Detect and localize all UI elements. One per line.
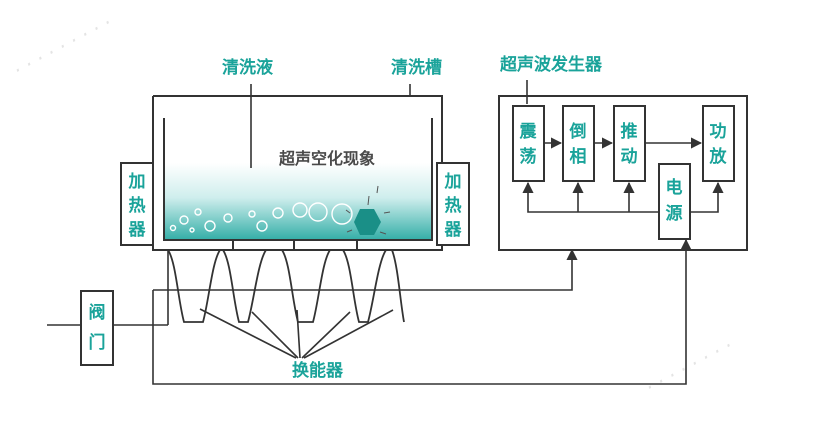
svg-text:相: 相 [570,146,587,167]
oscillator-block: 震 荡 [512,105,545,182]
transducer-wiring [152,238,692,385]
bubbles [169,202,353,233]
inverter-block: 倒 相 [562,105,595,182]
heater-left: 加 热 器 [120,162,154,246]
ultrasonic-generator [498,80,748,251]
svg-text:源: 源 [666,203,683,224]
cleaning-tank-label: 清洗槽 [391,57,442,78]
cavitation-label: 超声空化现象 [278,149,375,168]
cleaning-liquid [164,163,432,240]
cleaning-tank [152,95,443,251]
svg-text:阀: 阀 [89,302,106,323]
svg-text:倒: 倒 [569,122,587,142]
valve: 阀 门 [80,290,114,366]
svg-text:荡: 荡 [520,147,537,167]
transducer-label: 换能器 [292,360,344,381]
transducer-loops [167,249,405,323]
generator-label: 超声波发生器 [500,54,603,75]
svg-text:热: 热 [445,195,462,216]
heater-right: 加 热 器 [436,162,470,246]
driver-block: 推 动 [613,105,646,182]
cavitation-burst [345,185,391,235]
svg-text:震: 震 [519,122,538,142]
generator-signal-flow [522,137,724,213]
svg-text:器: 器 [128,220,147,240]
svg-text:电: 电 [666,177,683,198]
svg-text:放: 放 [709,146,728,167]
watermark: · · · · · · · · [641,333,736,399]
cleaning-liquid-label: 清洗液 [222,57,273,78]
amplifier-block: 功 放 [702,105,735,182]
tank-inner-wall [163,118,433,241]
svg-text:热: 热 [129,195,146,216]
svg-text:门: 门 [89,332,106,353]
svg-text:功: 功 [710,122,727,142]
transducer-pointer-lines [199,308,394,359]
svg-text:加: 加 [128,172,146,192]
power-supply-block: 电 源 [658,163,691,240]
svg-text:动: 动 [621,147,638,167]
watermark: · · · · · · · · · [9,10,116,82]
svg-text:加: 加 [444,172,462,192]
svg-text:器: 器 [444,220,463,240]
transducer-stubs [232,240,358,250]
svg-text:推: 推 [621,121,638,142]
